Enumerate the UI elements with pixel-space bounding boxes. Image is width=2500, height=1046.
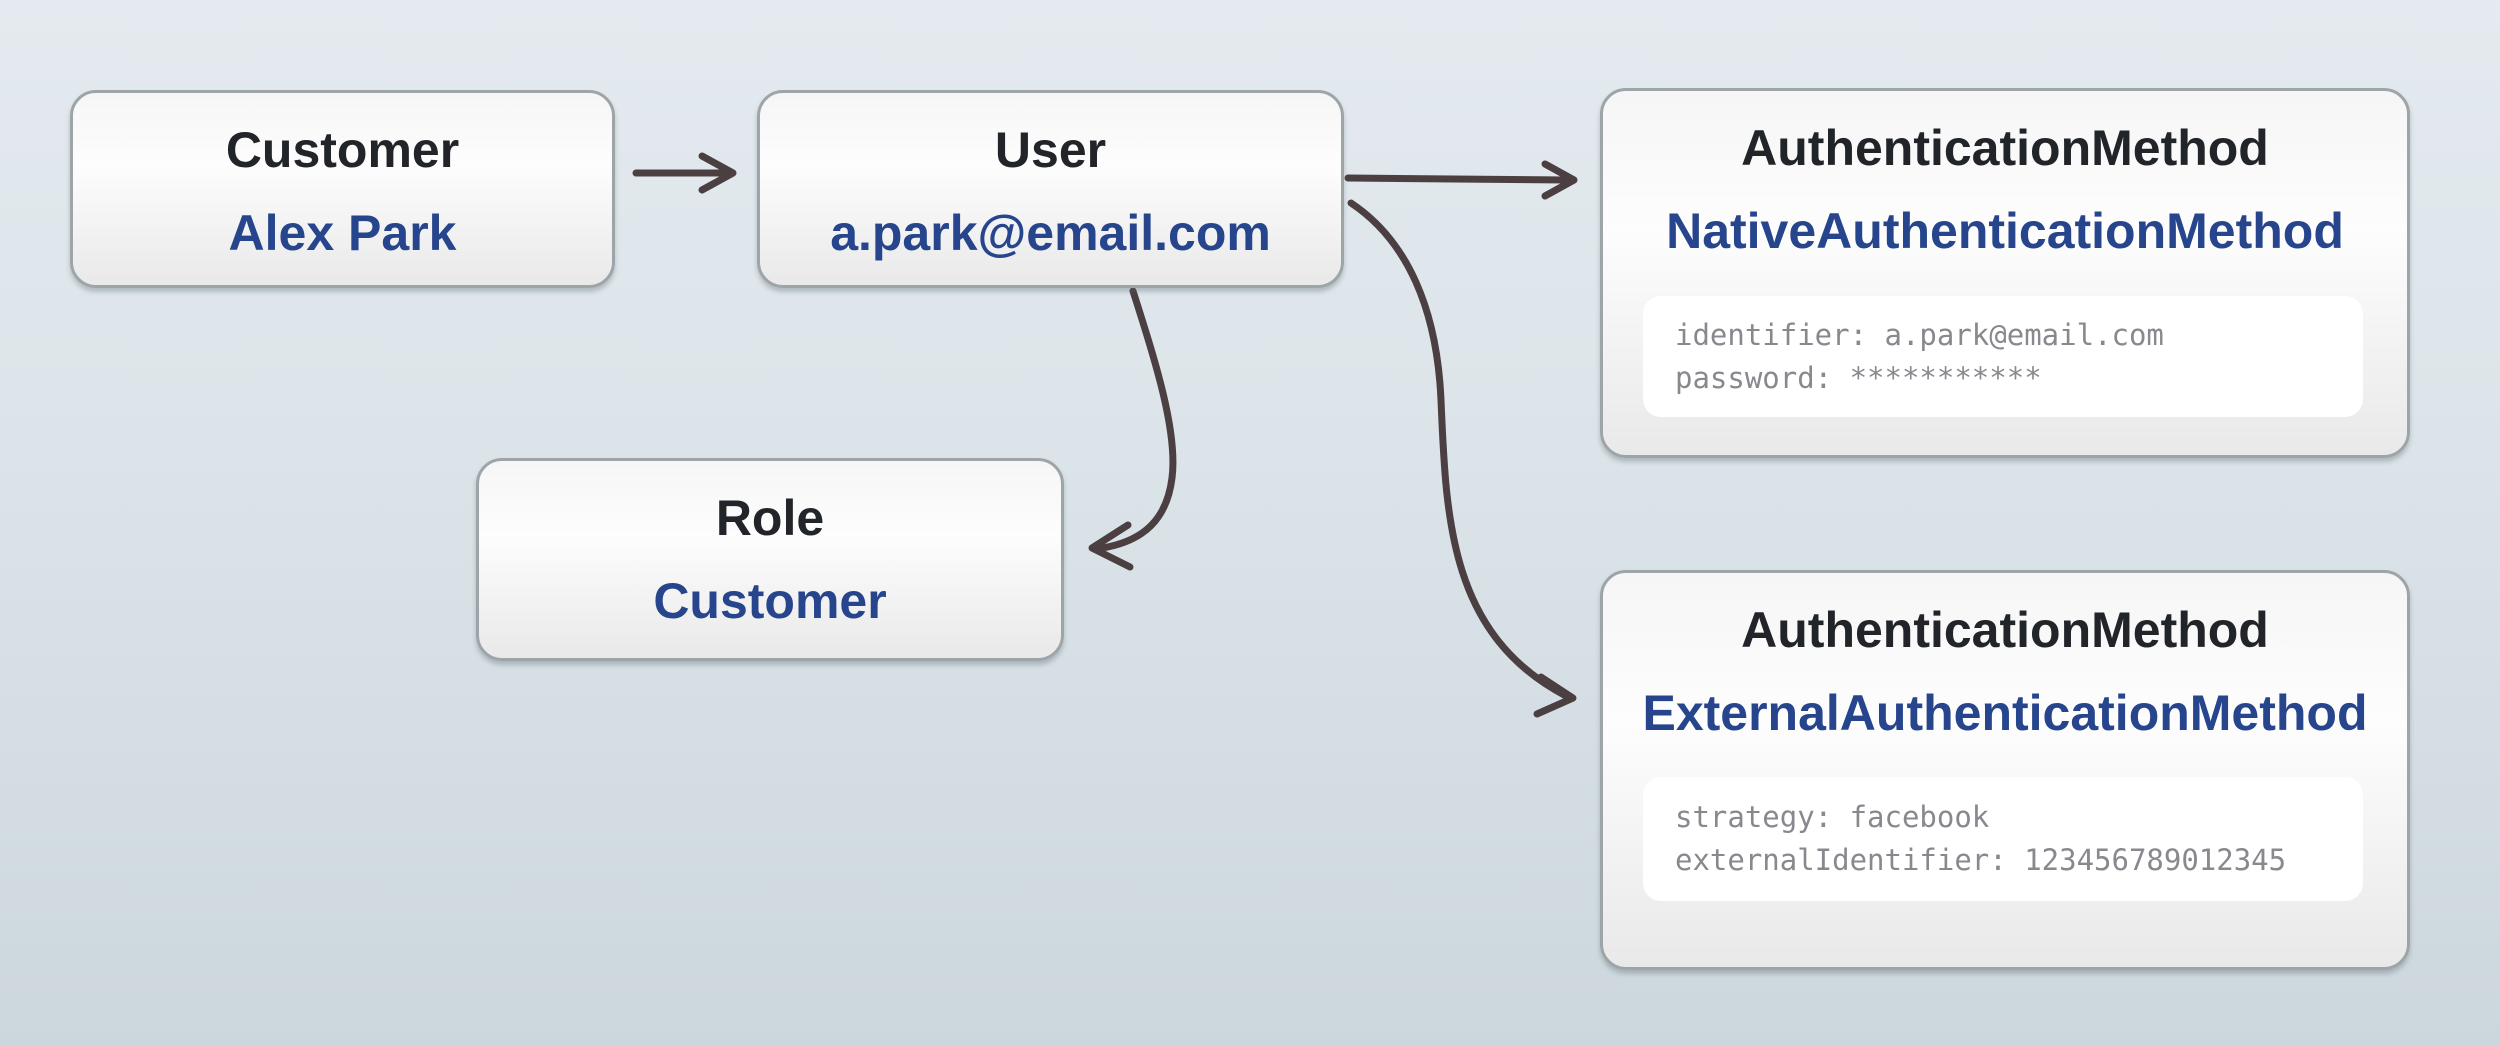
node-value: a.park@email.com <box>830 205 1271 261</box>
node-value: Customer <box>653 573 887 629</box>
arrowhead-icon <box>1541 160 1578 200</box>
node-role: Role Customer <box>476 458 1064 661</box>
edge-user-to-native-auth <box>1344 160 1578 200</box>
attributes-panel: strategy: facebook externalIdentifier: 1… <box>1643 777 2363 901</box>
node-native-authentication-method: AuthenticationMethod NativeAuthenticatio… <box>1600 88 2410 458</box>
node-user: User a.park@email.com <box>757 90 1344 288</box>
attributes-panel: identifier: a.park@email.com password: *… <box>1643 296 2363 417</box>
node-customer: Customer Alex Park <box>70 90 615 288</box>
edge-shaft <box>1344 174 1570 184</box>
edge-user-to-role <box>1088 287 1177 571</box>
node-value: Alex Park <box>228 205 457 261</box>
attribute-line: identifier: a.park@email.com <box>1675 317 2164 352</box>
node-title: Role <box>715 490 825 546</box>
edge-customer-to-user <box>632 152 737 194</box>
attribute-line: password: *********** <box>1675 360 2042 395</box>
arrowhead-icon <box>698 152 737 194</box>
node-title: AuthenticationMethod <box>1741 602 2269 658</box>
node-value: ExternalAuthenticationMethod <box>1642 685 2368 741</box>
node-external-authentication-method: AuthenticationMethod ExternalAuthenticat… <box>1600 570 2410 970</box>
edge-user-to-external-auth <box>1347 199 1577 718</box>
node-value: NativeAuthenticationMethod <box>1666 203 2344 259</box>
arrowhead-icon <box>1088 521 1134 571</box>
edge-shaft <box>1347 199 1570 700</box>
node-title: User <box>994 122 1107 178</box>
arrowhead-icon <box>1533 673 1577 718</box>
attribute-line: strategy: facebook <box>1675 800 1990 834</box>
node-title: Customer <box>225 122 460 178</box>
attribute-line: externalIdentifier: 123456789012345 <box>1675 843 2287 877</box>
edge-shaft <box>1098 287 1177 552</box>
node-title: AuthenticationMethod <box>1741 120 2269 176</box>
